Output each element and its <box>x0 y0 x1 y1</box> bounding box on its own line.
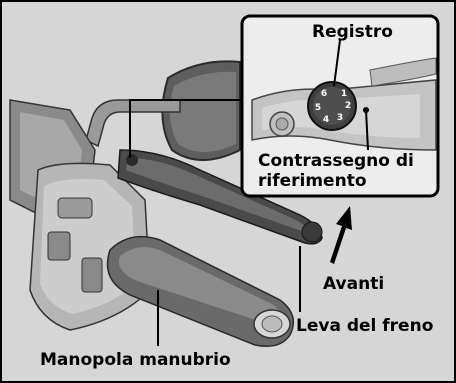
mirror <box>161 60 241 161</box>
contrassegno-label-line2: riferimento <box>258 171 367 191</box>
handlebar-grip <box>106 235 295 347</box>
dial-number: 2 <box>345 101 351 111</box>
registro-label: Registro <box>312 22 393 42</box>
leva-del-freno-label: Leva del freno <box>296 316 434 336</box>
registro-inset-leader <box>333 39 341 87</box>
registro-leader <box>129 99 250 158</box>
contrassegno-leader <box>365 109 369 151</box>
manopola-manubrio-label: Manopola manubrio <box>40 350 231 370</box>
contrassegno-label: Contrassegno di riferimento <box>258 151 414 191</box>
contrassegno-label-line1: Contrassegno di <box>258 151 414 171</box>
adjuster-dial: 1 2 3 4 5 6 <box>307 81 357 131</box>
inset-lever-closeup <box>251 57 437 151</box>
dial-number: 6 <box>321 89 327 99</box>
dial-number: 1 <box>341 89 347 99</box>
adjuster-dot <box>126 154 138 166</box>
dial-number: 5 <box>315 103 321 113</box>
dial-numbers: 1 2 3 4 5 6 <box>315 89 351 125</box>
dial-number: 4 <box>323 115 329 125</box>
brake-lever <box>117 149 323 245</box>
mirror-stem <box>85 99 181 148</box>
forward-arrow <box>330 206 352 264</box>
reference-mark <box>363 107 369 113</box>
dial-number: 3 <box>337 113 343 123</box>
avanti-label: Avanti <box>323 274 385 294</box>
